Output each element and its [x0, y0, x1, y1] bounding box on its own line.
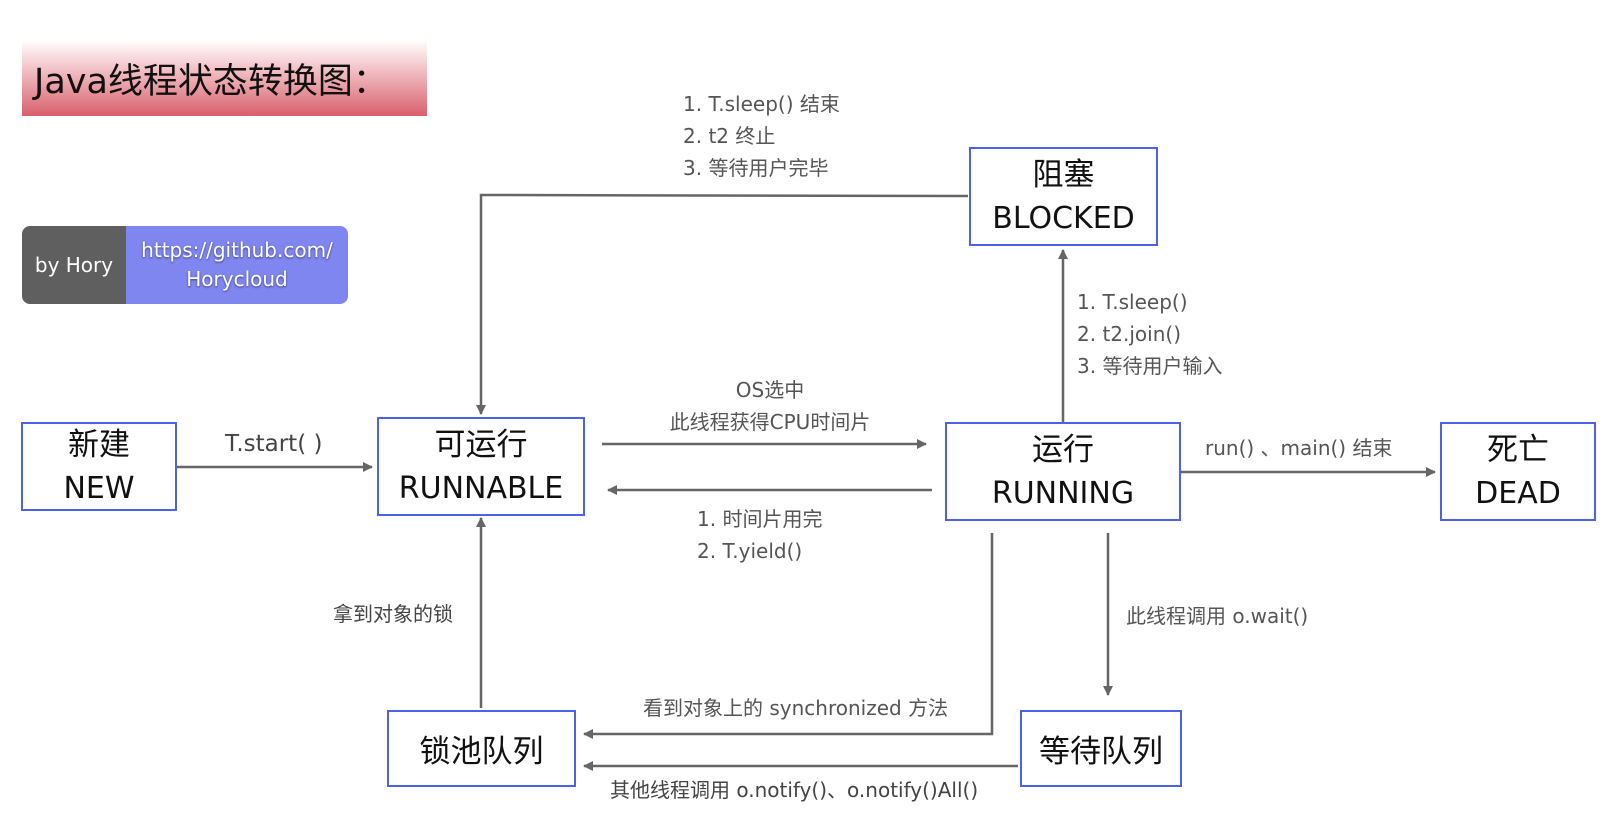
state-running-zh: 运行 — [1032, 431, 1094, 468]
label-runnable-to-running-1: OS选中 — [735, 378, 805, 402]
label-running-to-blocked-3: 3. 等待用户输入 — [1077, 354, 1223, 378]
author-link[interactable]: https://github.com/ Horycloud — [126, 226, 348, 304]
label-running-to-runnable-1: 1. 时间片用完 — [697, 507, 823, 531]
state-blocked-en: BLOCKED — [992, 200, 1135, 236]
label-running-to-dead: run() 、main() 结束 — [1205, 436, 1393, 460]
label-running-to-runnable: 1. 时间片用完 2. T.yield() — [697, 503, 822, 567]
state-running-en: RUNNING — [991, 475, 1135, 511]
state-runnable: 可运行 RUNNABLE — [377, 417, 585, 516]
state-lock-pool: 锁池队列 — [387, 710, 576, 787]
author-badge: by Hory https://github.com/ Horycloud — [22, 226, 348, 304]
label-running-to-runnable-2: 2. T.yield() — [697, 539, 803, 563]
label-lockpool-to-runnable: 拿到对象的锁 — [333, 602, 453, 626]
arrow-blocked-to-runnable — [476, 193, 969, 415]
label-new-to-runnable: T.start( ) — [225, 431, 323, 457]
state-lock-pool-label: 锁池队列 — [419, 734, 544, 770]
author-url-line1: https://github.com/ — [141, 238, 333, 262]
state-dead-en: DEAD — [1475, 475, 1561, 511]
author-url-line2: Horycloud — [186, 267, 288, 291]
state-runnable-en: RUNNABLE — [398, 470, 564, 506]
state-new-en: NEW — [63, 470, 135, 506]
label-running-to-lockpool: 看到对象上的 synchronized 方法 — [643, 696, 949, 720]
label-running-to-blocked-1: 1. T.sleep() — [1077, 290, 1188, 314]
label-runnable-to-running-2: 此线程获得CPU时间片 — [669, 410, 871, 434]
diagram-title: Java线程状态转换图： — [22, 40, 427, 116]
label-wait-to-lockpool: 其他线程调用 o.notify()、o.notify()All() — [610, 778, 979, 802]
state-blocked-zh: 阻塞 — [1032, 156, 1095, 193]
state-dead-zh: 死亡 — [1487, 431, 1549, 468]
author-name: by Hory — [22, 226, 126, 304]
label-runnable-to-running: OS选中 此线程获得CPU时间片 — [650, 374, 890, 438]
label-blocked-to-runnable: 1. T.sleep() 结束 2. t2 终止 3. 等待用户完毕 — [683, 88, 840, 184]
label-running-to-wait: 此线程调用 o.wait() — [1126, 604, 1309, 628]
state-runnable-zh: 可运行 — [434, 426, 528, 463]
title-text: Java线程状态转换图： — [34, 61, 388, 102]
arrow-running-to-lockpool — [583, 533, 994, 739]
label-running-to-blocked: 1. T.sleep() 2. t2.join() 3. 等待用户输入 — [1077, 286, 1222, 382]
state-blocked: 阻塞 BLOCKED — [969, 147, 1158, 246]
label-blocked-to-runnable-1: 1. T.sleep() 结束 — [683, 92, 840, 116]
label-running-to-blocked-2: 2. t2.join() — [1077, 322, 1181, 346]
label-blocked-to-runnable-2: 2. t2 终止 — [683, 124, 776, 148]
state-new: 新建 NEW — [21, 422, 177, 511]
state-new-zh: 新建 — [68, 426, 130, 463]
state-wait-queue: 等待队列 — [1020, 710, 1182, 787]
state-wait-queue-label: 等待队列 — [1039, 734, 1163, 770]
state-running: 运行 RUNNING — [945, 422, 1181, 521]
state-dead: 死亡 DEAD — [1440, 422, 1596, 521]
label-blocked-to-runnable-3: 3. 等待用户完毕 — [683, 156, 829, 180]
